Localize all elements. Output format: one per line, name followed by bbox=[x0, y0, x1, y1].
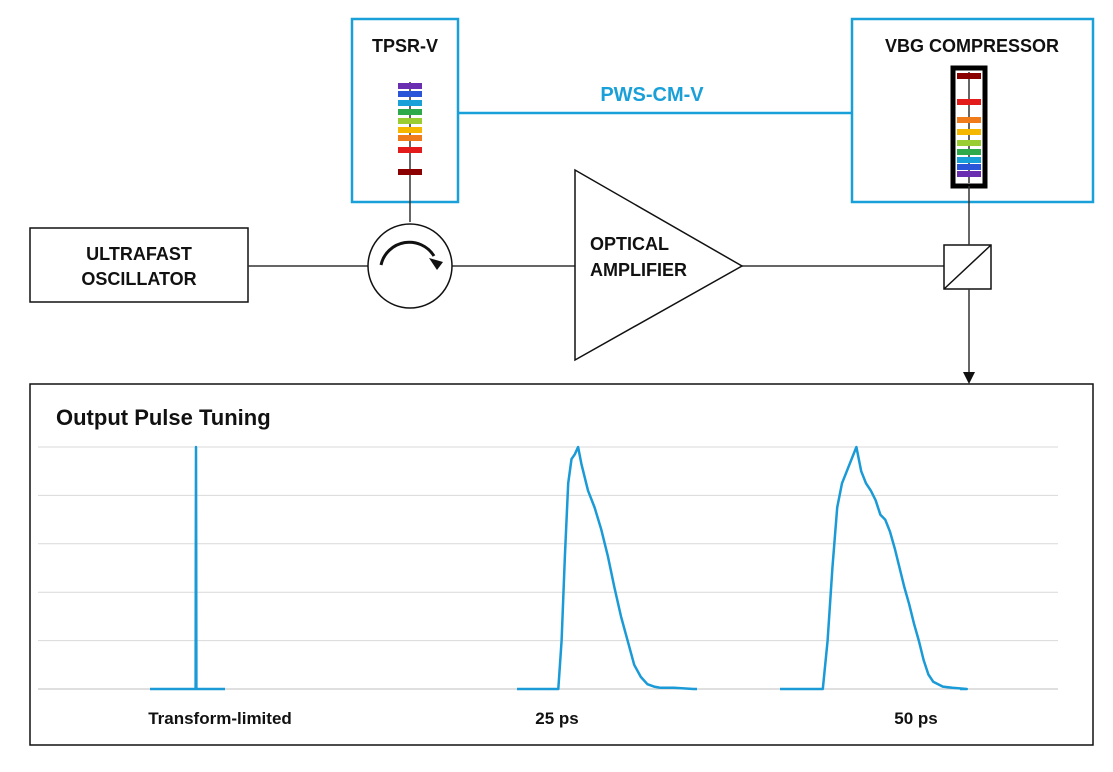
vbg-grating-band bbox=[957, 157, 981, 163]
tpsr-grating-band bbox=[398, 91, 422, 97]
tpsr-grating-band bbox=[398, 109, 422, 115]
tpsr-grating-band bbox=[398, 127, 422, 133]
tpsr-grating-band bbox=[398, 100, 422, 106]
vbg-grating-band bbox=[957, 117, 981, 123]
chart-frame bbox=[29, 383, 1094, 746]
vbg-grating bbox=[957, 72, 981, 183]
optical-amplifier bbox=[574, 168, 744, 362]
chart-series bbox=[150, 445, 969, 691]
tpsr-grating-band bbox=[398, 118, 422, 124]
chart-title: Output Pulse Tuning bbox=[56, 405, 271, 430]
vbg-grating-band bbox=[957, 149, 981, 155]
pulse-trace-0 bbox=[150, 445, 225, 691]
vbg-grating-band bbox=[957, 140, 981, 146]
tpsr-grating-band bbox=[398, 169, 422, 175]
tick-label-25ps: 25 ps bbox=[535, 709, 578, 728]
vbg-box bbox=[850, 17, 1095, 204]
pulse-trace-2 bbox=[780, 445, 969, 691]
vbg-grating-band bbox=[957, 129, 981, 135]
tpsr-grating bbox=[398, 82, 422, 222]
tpsr-grating-band bbox=[398, 147, 422, 153]
tick-label-50ps: 50 ps bbox=[894, 709, 937, 728]
arrow-down-icon bbox=[963, 372, 975, 384]
oscillator-label-line1: ULTRAFAST bbox=[86, 244, 192, 264]
tpsr-grating-band bbox=[398, 83, 422, 89]
circulator-arrow-icon bbox=[379, 240, 443, 270]
tpsr-label: TPSR-V bbox=[372, 36, 438, 56]
oscillator-box bbox=[29, 227, 249, 303]
oscillator-label-line2: OSCILLATOR bbox=[81, 269, 196, 289]
beam-splitter-icon bbox=[943, 244, 992, 290]
vbg-grating-band bbox=[957, 171, 981, 177]
pws-link-label: PWS-CM-V bbox=[600, 84, 704, 106]
pulse-trace-1 bbox=[517, 445, 697, 691]
vbg-grating-band bbox=[957, 73, 981, 79]
amplifier-label-line1: OPTICAL bbox=[590, 234, 669, 254]
circulator bbox=[367, 223, 453, 309]
vbg-label: VBG COMPRESSOR bbox=[885, 36, 1059, 56]
vbg-grating-band bbox=[957, 164, 981, 170]
tpsr-box bbox=[350, 17, 460, 204]
amplifier-label-line2: AMPLIFIER bbox=[590, 260, 687, 280]
vbg-grating-band bbox=[957, 99, 981, 105]
tick-label-transform-limited: Transform-limited bbox=[148, 709, 292, 728]
tpsr-grating-band bbox=[398, 135, 422, 141]
